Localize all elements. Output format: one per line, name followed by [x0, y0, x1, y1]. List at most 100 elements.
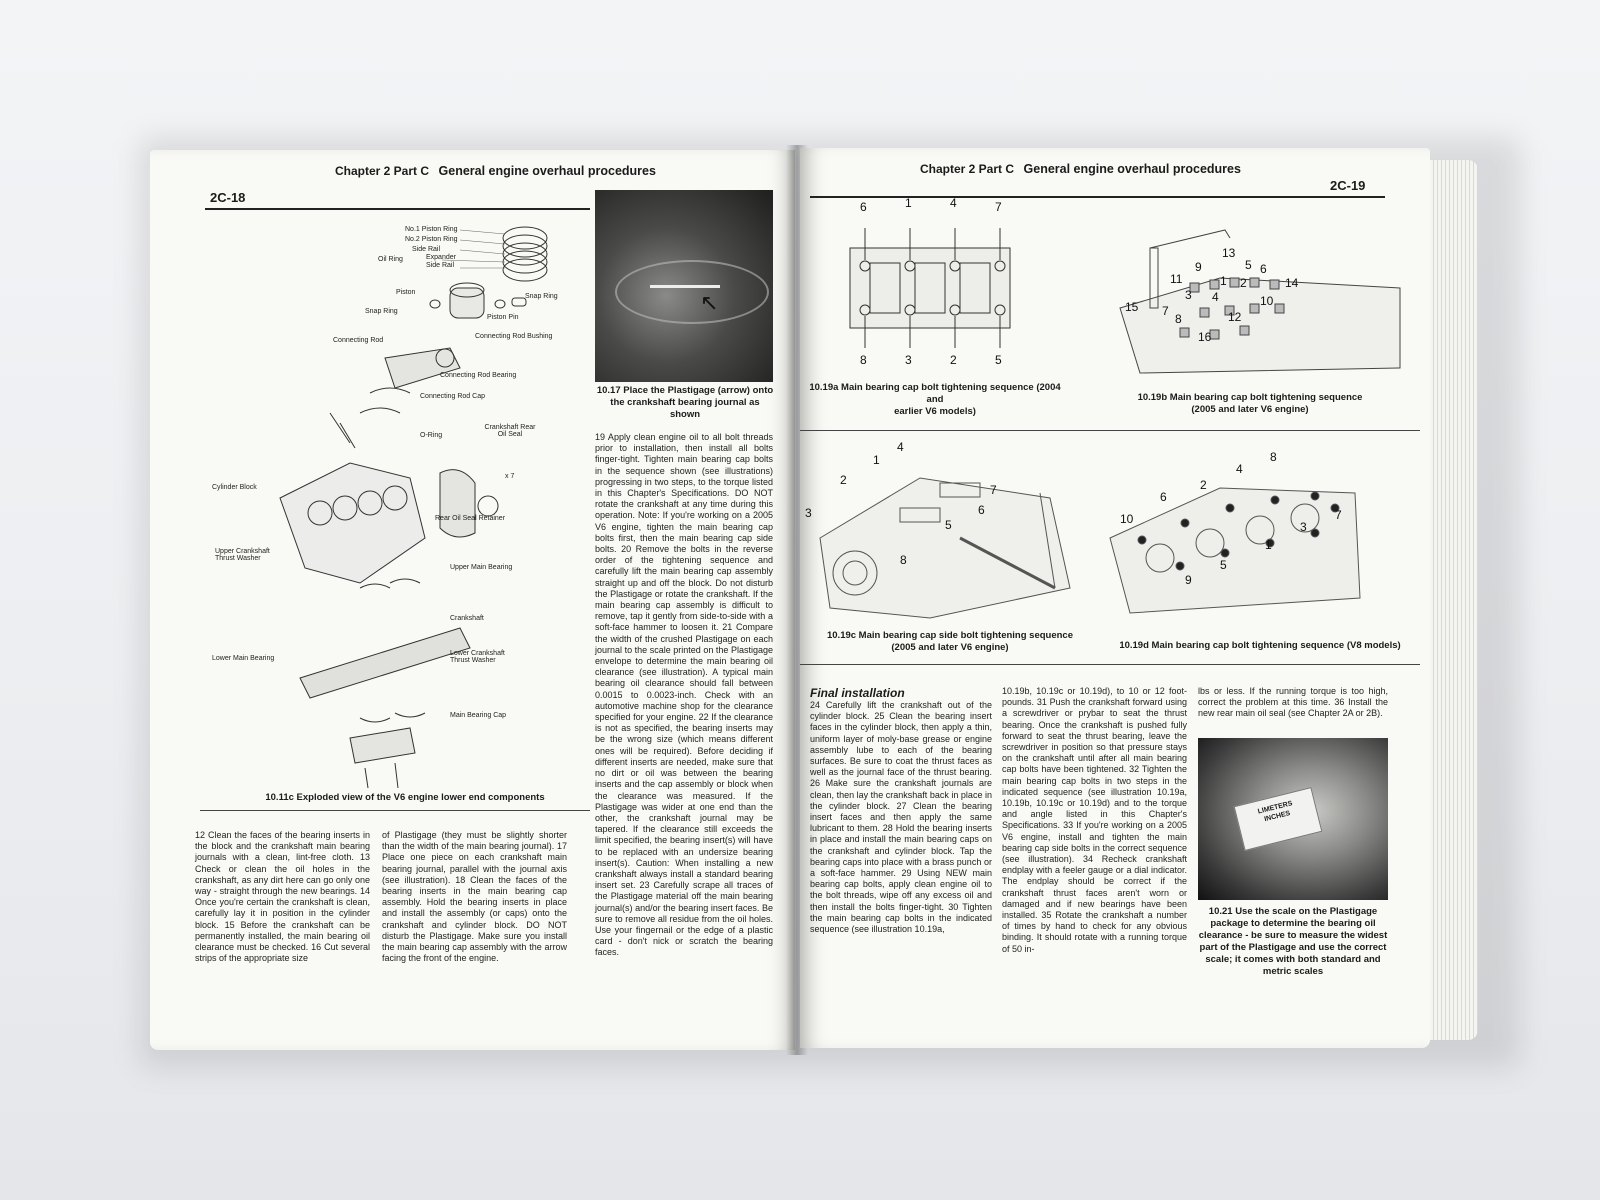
- label-snap-ring-right: Snap Ring: [525, 293, 558, 300]
- fig-1019b-n2: 2: [1240, 276, 1247, 290]
- fig-1019a-top-1: 6: [860, 200, 867, 214]
- fig-1019b-drawing: [1119, 229, 1401, 374]
- fig-1021-caption: 10.21 Use the scale on the Plastigage pa…: [1198, 906, 1388, 977]
- label-main-bearing-cap: Main Bearing Cap: [450, 712, 507, 719]
- plastigage-photo: ↖: [595, 190, 773, 382]
- left-header-chapter: Chapter 2 Part C: [335, 164, 430, 178]
- fig-1019c-n6: 6: [978, 503, 985, 517]
- right-page: Chapter 2 Part C General engine overhaul…: [800, 148, 1430, 1048]
- fig-1019b-n1: 1: [1220, 274, 1227, 288]
- label-oil-ring: Oil Ring: [378, 256, 403, 263]
- fig-1019d-n6: 6: [1160, 490, 1167, 504]
- fig-1019b-n5: 5: [1245, 258, 1252, 272]
- label-side-rail-2: Side Rail: [426, 262, 455, 269]
- plastigage-package-photo: LIMETERS INCHES: [1198, 738, 1388, 900]
- left-bottom-rule: [200, 810, 590, 811]
- right-text-col1: 24 Carefully lift the crankshaft out of …: [810, 700, 992, 935]
- left-header-title: General engine overhaul procedures: [438, 164, 656, 178]
- fig-1019c-n7: 7: [990, 483, 997, 497]
- fig-1019c-caption-line2: (2005 and later V6 engine): [891, 642, 1009, 653]
- fig-1019a-top-4: 7: [995, 200, 1002, 214]
- right-header-title: General engine overhaul procedures: [1023, 162, 1241, 176]
- label-snap-ring-left: Snap Ring: [365, 308, 398, 315]
- left-header: Chapter 2 Part C General engine overhaul…: [335, 164, 656, 178]
- fig-1019a-bottom-3: 2: [950, 353, 957, 367]
- fig-1019b-n8: 8: [1175, 312, 1182, 326]
- label-cylinder-block: Cylinder Block: [212, 484, 257, 491]
- text-steps-12-16: 12 Clean the faces of the bearing insert…: [195, 830, 370, 964]
- plastigage-scale-card: LIMETERS INCHES: [1233, 787, 1323, 851]
- fig-1019c-drawing: [819, 477, 1071, 619]
- fig-1019b-n7: 7: [1162, 304, 1169, 318]
- fig-1019c-n4: 4: [897, 440, 904, 454]
- label-ring2: No.2 Piston Ring: [405, 236, 458, 243]
- fig-1019b-n6: 6: [1260, 262, 1267, 276]
- right-header-rule: [810, 196, 1385, 198]
- fig-1019d-n10: 10: [1120, 512, 1134, 526]
- fig-1019d-n3: 3: [1300, 520, 1307, 534]
- fig-1019b-n16: 16: [1198, 330, 1212, 344]
- fig-1019b-caption-line1: 10.19b Main bearing cap bolt tightening …: [1137, 392, 1363, 403]
- right-text-col2: 10.19b, 10.19c or 10.19d), to 10 or 12 f…: [1002, 686, 1187, 955]
- fig-1019c-caption-line1: 10.19c Main bearing cap side bolt tighte…: [826, 630, 1073, 641]
- text-steps-30-35: 10.19b, 10.19c or 10.19d), to 10 or 12 f…: [1002, 686, 1187, 954]
- fig-1017-caption: 10.17 Place the Plastigage (arrow) onto …: [595, 385, 775, 421]
- label-expander: Expander: [426, 254, 456, 261]
- fig-1019d-n8: 8: [1270, 450, 1277, 464]
- text-column-b2: of Plastigage (they must be slightly sho…: [382, 830, 567, 964]
- fig-1019d-n4: 4: [1236, 462, 1243, 476]
- text-steps-19-23: 19 Apply clean engine oil to all bolt th…: [595, 432, 773, 958]
- fig-1019b-n12: 12: [1228, 310, 1242, 324]
- label-conn-rod-bearing: Connecting Rod Bearing: [440, 372, 517, 379]
- fig-1017-caption-line2: the crankshaft bearing journal as shown: [610, 397, 760, 420]
- fig-1017-caption-line1: 10.17 Place the Plastigage (arrow) onto: [596, 385, 774, 396]
- fig-1019c-n8: 8: [900, 553, 907, 567]
- fig-1019b-n4: 4: [1212, 290, 1219, 304]
- left-header-rule: [205, 208, 590, 210]
- label-connecting-rod: Connecting Rod: [333, 337, 384, 344]
- fig-1019d-n5: 5: [1220, 558, 1227, 572]
- section-title-final-installation: Final installation: [810, 686, 905, 700]
- fig-1019b-n10: 10: [1260, 294, 1274, 308]
- label-piston: Piston: [396, 289, 416, 296]
- text-steps-35-36: lbs or less. If the running torque is to…: [1198, 686, 1388, 719]
- text-column-mid: 19 Apply clean engine oil to all bolt th…: [595, 432, 773, 959]
- label-lower-thrust-washer: Lower Crankshaft Thrust Washer: [450, 650, 505, 664]
- fig-1019d-n2: 2: [1200, 478, 1207, 492]
- fig-1019a-drawing: [849, 228, 1011, 348]
- fig-1019b-n14: 14: [1285, 276, 1299, 290]
- label-conn-rod-bushing: Connecting Rod Bushing: [475, 333, 553, 340]
- fig-1019c-n3: 3: [805, 506, 812, 520]
- fig-1019d-n9: 9: [1185, 573, 1192, 587]
- right-header-chapter: Chapter 2 Part C: [920, 162, 1015, 176]
- fig-1019b-caption: 10.19b Main bearing cap bolt tightening …: [1100, 392, 1400, 416]
- fig-1019a-top-3: 4: [950, 196, 957, 210]
- right-top-rule: [800, 430, 1420, 431]
- fig-1019c-n5: 5: [945, 518, 952, 532]
- right-mid-rule: [800, 664, 1420, 665]
- label-conn-rod-cap: Connecting Rod Cap: [420, 393, 485, 400]
- label-o-ring: O-Ring: [420, 432, 443, 439]
- arrow-icon: ↖: [700, 290, 719, 315]
- right-header: Chapter 2 Part C General engine overhaul…: [920, 162, 1241, 176]
- fig-1019a-top-2: 1: [905, 196, 912, 210]
- exploded-view-figure: [279, 226, 548, 788]
- fig-1019c-n2: 2: [840, 473, 847, 487]
- label-lower-main-bearing: Lower Main Bearing: [212, 655, 275, 662]
- fig-1019b-n3: 3: [1185, 288, 1192, 302]
- label-crankshaft: Crankshaft: [450, 615, 484, 622]
- fig-1019c-caption: 10.19c Main bearing cap side bolt tighte…: [800, 630, 1100, 654]
- label-piston-pin: Piston Pin: [487, 314, 519, 321]
- fig-1019a-caption-line1: 10.19a Main bearing cap bolt tightening …: [809, 382, 1061, 405]
- fig-1019b-n9: 9: [1195, 260, 1202, 274]
- fig-1019b-n11: 11: [1170, 272, 1183, 286]
- fig-1019a-bottom-2: 3: [905, 353, 912, 367]
- label-x7: x 7: [505, 473, 515, 480]
- label-rear-seal-retainer: Rear Oil Seal Retainer: [435, 515, 506, 522]
- fig-1019d-caption: 10.19d Main bearing cap bolt tightening …: [1119, 640, 1401, 651]
- right-text-col3: lbs or less. If the running torque is to…: [1198, 686, 1388, 720]
- fig-1019d-n1: 1: [1265, 538, 1272, 552]
- label-upper-thrust-washer: Upper Crankshaft Thrust Washer: [215, 548, 270, 562]
- fig-1019a-bottom-4: 5: [995, 353, 1002, 367]
- label-side-rail: Side Rail: [412, 246, 441, 253]
